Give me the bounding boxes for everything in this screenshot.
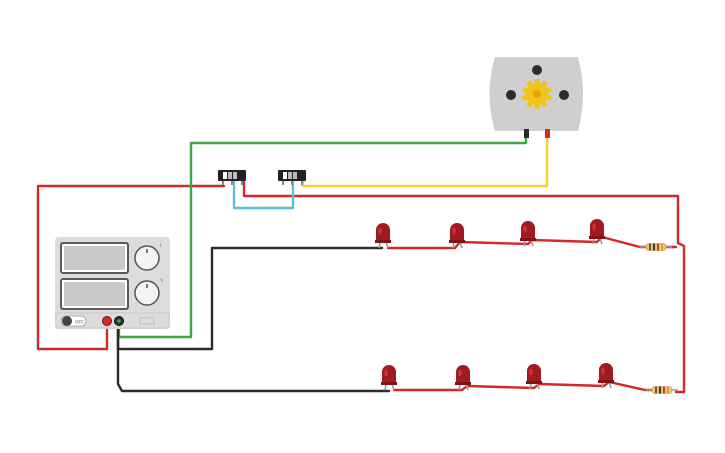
motor-hole-top <box>532 65 542 75</box>
resistor-body <box>651 386 673 394</box>
led-rim <box>520 238 536 241</box>
resistor-band <box>649 243 651 251</box>
led-highlight <box>458 369 462 377</box>
switch-slot <box>223 172 227 179</box>
switch-pin <box>291 181 293 185</box>
leds <box>375 219 614 391</box>
switch-slot <box>288 172 292 179</box>
switch-pin <box>231 181 233 185</box>
knob-bottom-label: V <box>160 278 164 284</box>
psu-screen <box>64 246 125 270</box>
wire-red-bottom-chain[interactable] <box>392 380 654 392</box>
resistors <box>640 243 678 394</box>
slide-switch-left[interactable] <box>218 170 246 185</box>
psu-terminal-positive[interactable] <box>102 316 112 326</box>
motor-hole-left <box>506 90 516 100</box>
knob-top-label: I <box>160 243 161 249</box>
led-rim <box>526 381 542 384</box>
motor-terminal-red[interactable] <box>545 129 550 138</box>
motor-terminal-black[interactable] <box>524 129 529 138</box>
resistor-band <box>659 386 661 394</box>
switch-slot <box>233 172 237 179</box>
resistor-icon[interactable] <box>640 243 672 251</box>
led-icon[interactable] <box>455 365 471 391</box>
resistor-band <box>667 386 669 394</box>
resistor-band <box>661 243 663 251</box>
led-icon[interactable] <box>520 221 536 247</box>
power-supply[interactable]: I V OFF <box>55 237 170 329</box>
led-icon[interactable] <box>449 223 465 249</box>
switch-pin <box>241 181 243 185</box>
switch-pin <box>282 181 284 185</box>
psu-voltage-knob[interactable] <box>134 280 160 306</box>
led-highlight <box>592 223 596 231</box>
led-highlight <box>378 227 382 235</box>
led-dome <box>521 221 535 240</box>
wire-green-psu-to-motor[interactable] <box>117 132 528 339</box>
led-dome <box>599 363 613 382</box>
gear-icon <box>521 79 553 109</box>
led-icon[interactable] <box>598 363 614 389</box>
psu-current-knob[interactable] <box>134 245 160 271</box>
led-icon[interactable] <box>381 365 397 391</box>
wire-black-psu-to-bottom-leds[interactable] <box>116 322 391 393</box>
switch-pin <box>301 181 303 185</box>
led-rim <box>449 240 465 243</box>
switch-slot <box>293 172 297 179</box>
power-off-label: OFF <box>75 320 84 325</box>
led-rim <box>455 382 471 385</box>
slide-switch-right[interactable] <box>278 170 306 185</box>
led-rim <box>375 240 391 243</box>
led-highlight <box>529 368 533 376</box>
switch-slot <box>228 172 232 179</box>
led-dome <box>376 223 390 242</box>
led-rim <box>598 380 614 383</box>
led-highlight <box>523 225 527 233</box>
led-dome <box>382 365 396 384</box>
psu-screen <box>64 282 125 306</box>
led-highlight <box>452 227 456 235</box>
gear-tooth <box>534 79 540 85</box>
wire-red-switch-to-rail[interactable] <box>242 180 680 245</box>
gear-tooth <box>534 103 540 109</box>
resistor-band <box>657 243 659 251</box>
led-rim <box>381 382 397 385</box>
switch-pin <box>222 181 224 185</box>
wire-red-psu-to-switch[interactable] <box>36 184 226 351</box>
led-highlight <box>601 367 605 375</box>
led-dome <box>456 365 470 384</box>
led-rim <box>589 236 605 239</box>
resistor-icon[interactable] <box>646 386 678 394</box>
resistor-band <box>655 386 657 394</box>
terminal-core <box>117 319 121 323</box>
led-highlight <box>384 369 388 377</box>
switch-slot <box>283 172 287 179</box>
wire-cyan-switch-link[interactable] <box>232 180 295 210</box>
power-toggle-thumb <box>62 316 72 326</box>
led-dome <box>527 364 541 383</box>
resistor-body <box>645 243 667 251</box>
resistor-band <box>653 243 655 251</box>
gear-hub <box>533 90 541 98</box>
dc-motor[interactable] <box>489 57 584 138</box>
led-dome <box>450 223 464 242</box>
resistor-band <box>663 386 665 394</box>
led-icon[interactable] <box>526 364 542 390</box>
led-icon[interactable] <box>375 223 391 249</box>
led-dome <box>590 219 604 238</box>
led-icon[interactable] <box>589 219 605 245</box>
psu-brand-mark <box>139 317 155 325</box>
wire-red-rail-to-bottom-resistor[interactable] <box>674 241 686 394</box>
motor-hole-right <box>559 90 569 100</box>
